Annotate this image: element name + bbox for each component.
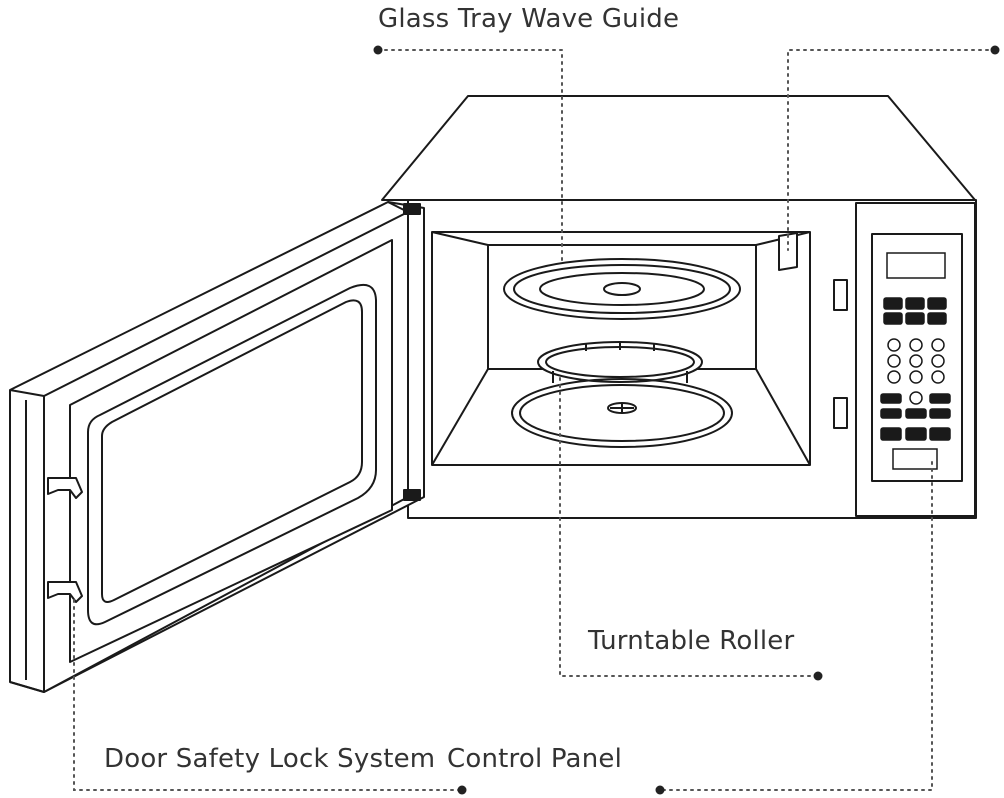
latch-slot-lower — [833, 397, 848, 429]
cavity-floor — [511, 378, 733, 448]
dot-wave-guide — [990, 45, 1000, 55]
label-turntable-roller: Turntable Roller — [588, 626, 795, 656]
dot-turntable-roller — [813, 671, 823, 681]
control-panel — [880, 252, 951, 470]
label-glass-tray: Glass Tray — [378, 4, 513, 34]
label-glass-tray-wave-guide: Glass Tray Wave Guide — [378, 4, 679, 34]
leader-wave-guide — [787, 49, 996, 251]
leader-dots — [373, 45, 1000, 795]
microwave-top — [381, 95, 976, 201]
label-wave-guide: Wave Guide — [521, 4, 680, 34]
door-release-button — [892, 448, 938, 470]
leader-door-safety-lock — [73, 599, 463, 791]
door-hook-upper — [47, 477, 83, 499]
turntable-roller-ring — [537, 341, 703, 383]
leader-glass-tray — [377, 49, 563, 261]
door-hook-lower — [47, 581, 83, 603]
microwave-door — [9, 201, 425, 693]
latch-slot-upper — [833, 279, 848, 311]
label-control-panel: Control Panel — [447, 744, 622, 774]
dot-door-safety-lock — [457, 785, 467, 795]
display-window — [886, 252, 946, 279]
dot-glass-tray — [373, 45, 383, 55]
label-door-safety-lock-system: Door Safety Lock System — [104, 744, 436, 774]
glass-tray — [503, 258, 741, 320]
leader-turntable-roller — [559, 377, 819, 677]
wave-guide-cover — [778, 232, 798, 271]
leader-lines — [73, 49, 996, 791]
dot-control-panel — [655, 785, 665, 795]
leader-control-panel — [659, 461, 933, 791]
